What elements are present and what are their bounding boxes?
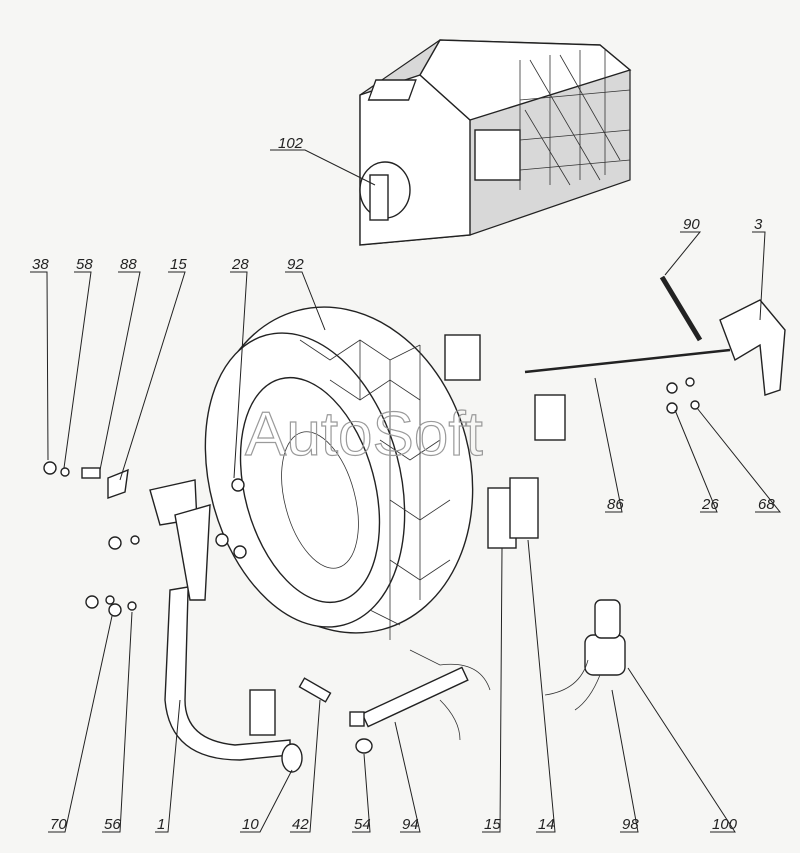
wheel-bracket [149, 479, 303, 773]
callout-38: 38 [32, 256, 49, 273]
callout-86: 86 [607, 496, 624, 513]
callout-15-top: 15 [170, 256, 187, 273]
plates [444, 334, 566, 549]
callout-102: 102 [278, 135, 304, 152]
callout-58: 58 [76, 256, 93, 273]
callout-90: 90 [683, 216, 700, 233]
leader-lines [30, 149, 782, 833]
callout-98: 98 [622, 816, 639, 833]
callout-42: 42 [292, 816, 309, 833]
callout-68: 68 [758, 496, 775, 513]
callout-54: 54 [354, 816, 371, 833]
cylinder-and-sensor [349, 599, 626, 741]
callout-3: 3 [754, 216, 763, 233]
rod-and-bracket [524, 275, 786, 414]
fasteners [43, 461, 373, 754]
watermark: AutoSoft [245, 400, 483, 469]
callout-15-bottom: 15 [484, 816, 501, 833]
callout-92: 92 [287, 256, 304, 273]
spare-wheel [204, 306, 474, 640]
callout-94: 94 [402, 816, 419, 833]
callout-56: 56 [104, 816, 121, 833]
callout-1: 1 [157, 816, 165, 833]
callout-100: 100 [712, 816, 738, 833]
callout-14: 14 [538, 816, 555, 833]
cabin-assembly [359, 39, 632, 246]
callout-26: 26 [701, 496, 719, 513]
callout-70: 70 [50, 816, 67, 833]
callout-88: 88 [120, 256, 137, 273]
callout-10: 10 [242, 816, 259, 833]
callout-labels: 102 90 3 38 58 88 15 28 92 86 26 68 70 5… [32, 135, 775, 833]
callout-28: 28 [231, 256, 249, 273]
